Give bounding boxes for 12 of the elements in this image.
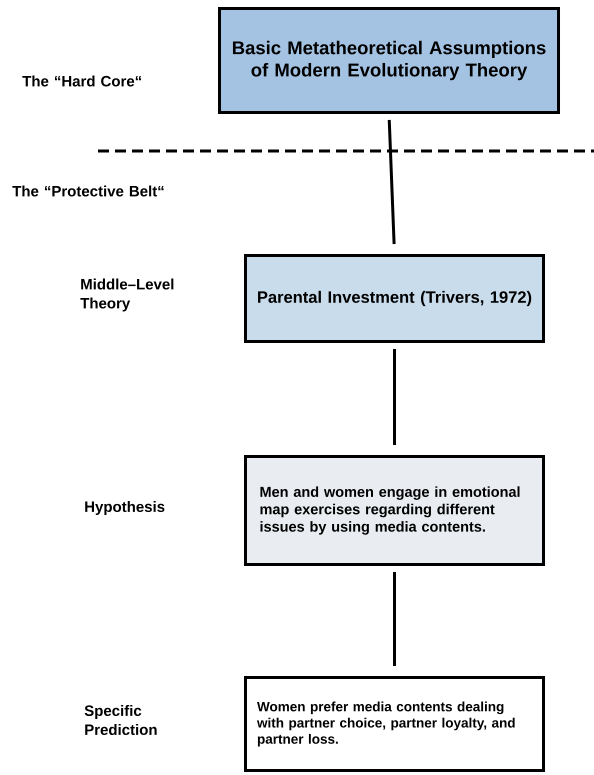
level-label: Middle–Level Theory	[80, 278, 174, 312]
level-label: Specific Prediction	[84, 705, 157, 735]
prediction-box: Women prefer media contents dealing with partner choice, partner loyalty, and partner loss.	[244, 676, 545, 772]
connector-line	[388, 120, 396, 244]
hypothesis-box: Men and women engage in emotional map exercises regarding different issues by using media contents.	[244, 455, 545, 566]
level-label: Hypothesis	[85, 501, 164, 515]
connector-line	[393, 349, 396, 445]
level-label: The “Hard Core“	[22, 76, 142, 86]
connector-line	[393, 572, 396, 666]
theory-box: Basic Metatheoretical Assumptions of Modern Evolutionary Theory	[218, 7, 560, 114]
level-label: The “Protective Belt“	[12, 186, 164, 196]
theory-box: Parental Investment (Trivers, 1972)	[244, 254, 545, 343]
